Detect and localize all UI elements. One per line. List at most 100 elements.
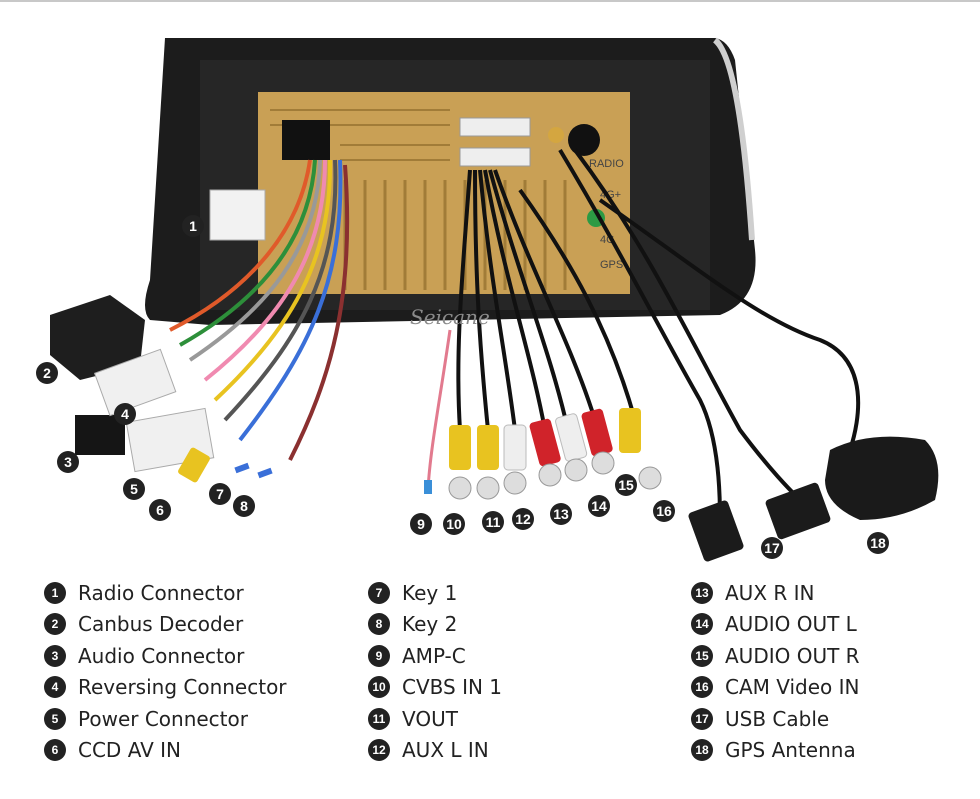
radio-port-label: RADIO [589, 158, 624, 170]
legend-label: CAM Video IN [725, 675, 860, 700]
legend-item: 14 AUDIO OUT L [691, 609, 860, 641]
chassis-grooves [270, 109, 450, 161]
legend-item: 4 Reversing Connector [44, 672, 287, 704]
callout-11: 11 [482, 511, 504, 533]
canbus-decoder-box [50, 295, 145, 380]
callout-15: 15 [615, 474, 637, 496]
gps-cable [598, 198, 861, 451]
legend-column-1: 1 Radio Connector 2 Canbus Decoder 3 Audio … [44, 577, 287, 766]
legend-item: 1 Radio Connector [44, 577, 287, 609]
radio-connector [209, 189, 266, 241]
head-unit-photo: RADIO 4G+ 4G GPS [50, 37, 939, 562]
board-connector-b [459, 147, 531, 167]
board-connector-main [282, 120, 330, 160]
callout-6: 6 [149, 499, 171, 521]
legend-label: Audio Connector [78, 643, 245, 668]
gps-antenna-puck [825, 436, 939, 520]
legend-item: 16 CAM Video IN [691, 672, 860, 704]
callout-16: 16 [653, 500, 675, 522]
legend-number: 1 [44, 581, 66, 604]
legend-label: USB Cable [725, 706, 830, 731]
legend-item: 2 Canbus Decoder [44, 609, 287, 641]
legend-label: AUDIO OUT R [725, 643, 860, 668]
legend-label: Power Connector [78, 706, 248, 731]
usb-cable-1 [558, 148, 722, 521]
legend-item: 17 USB Cable [691, 703, 860, 735]
callout-1: 1 [182, 215, 204, 237]
callout-5: 5 [123, 478, 145, 500]
legend-item: 13 AUX R IN [691, 577, 860, 609]
legend-number: 4 [44, 676, 66, 699]
legend-item: 10 CVBS IN 1 [368, 672, 502, 704]
legend-number: 15 [691, 644, 713, 667]
ccd-av-in-plug [178, 447, 210, 483]
legend-number: 18 [691, 739, 713, 762]
callout-8: 8 [233, 495, 255, 517]
usb-plug-2 [765, 482, 831, 540]
legend-number: 3 [44, 644, 66, 667]
legend-label: AMP-C [402, 643, 466, 668]
legend-label: AUX R IN [725, 580, 815, 605]
legend-number: 12 [368, 739, 390, 762]
legend-number: 6 [44, 739, 66, 762]
legend-label: VOUT [402, 706, 458, 731]
legend-label: Key 1 [402, 580, 458, 605]
wire-harness [169, 159, 350, 461]
callout-14: 14 [588, 495, 610, 517]
legend-label: Reversing Connector [78, 675, 287, 700]
legend-number: 14 [691, 613, 713, 636]
gps-port [548, 127, 564, 143]
callout-9: 9 [410, 513, 432, 535]
top-divider [0, 0, 980, 2]
amp-c-tip [424, 480, 432, 494]
brand-watermark: Seicane [410, 305, 490, 329]
legend-label: Radio Connector [78, 580, 244, 605]
rca-cables [456, 169, 637, 431]
legend-label: Key 2 [402, 612, 458, 637]
callout-10: 10 [443, 513, 465, 535]
legend-number: 5 [44, 707, 66, 730]
legend-label: GPS Antenna [725, 738, 856, 763]
key1-tip [234, 462, 250, 474]
callout-3: 3 [57, 451, 79, 473]
legend-number: 2 [44, 613, 66, 636]
callout-17: 17 [761, 537, 783, 559]
legend-label: CCD AV IN [78, 738, 181, 763]
legend-number: 9 [368, 644, 390, 667]
rca-plugs [448, 408, 662, 500]
amp-c-wire [426, 329, 452, 491]
legend-item: 11 VOUT [368, 703, 502, 735]
legend-column-3: 13 AUX R IN 14 AUDIO OUT L 15 AUDIO OUT R 1… [691, 577, 860, 766]
callout-2: 2 [36, 362, 58, 384]
legend-number: 17 [691, 707, 713, 730]
legend-number: 7 [368, 581, 390, 604]
legend-item: 6 CCD AV IN [44, 735, 287, 767]
legend-item: 5 Power Connector [44, 703, 287, 735]
legend-item: 3 Audio Connector [44, 640, 287, 672]
radio-port [568, 124, 600, 156]
legend-item: 7 Key 1 [368, 577, 502, 609]
frame-edge [712, 37, 755, 241]
board-connector-a [459, 117, 531, 137]
legend-number: 10 [368, 676, 390, 699]
callout-7: 7 [209, 483, 231, 505]
usb-cable-2 [573, 148, 802, 502]
legend-item: 9 AMP-C [368, 640, 502, 672]
legend-number: 11 [368, 707, 390, 730]
key2-tip [257, 467, 273, 479]
legend-item: 18 GPS Antenna [691, 735, 860, 767]
callout-12: 12 [512, 508, 534, 530]
reversing-connector [93, 348, 177, 417]
legend-number: 8 [368, 613, 390, 636]
legend-number: 16 [691, 676, 713, 699]
gps-label: GPS [600, 259, 623, 271]
legend-label: CVBS IN 1 [402, 675, 503, 700]
callout-13: 13 [550, 503, 572, 525]
legend-item: 8 Key 2 [368, 609, 502, 641]
callout-4: 4 [114, 403, 136, 425]
legend-number: 13 [691, 581, 713, 604]
legend-label: Canbus Decoder [78, 612, 244, 637]
usb-plug-1 [688, 500, 744, 562]
legend-label: AUDIO OUT L [725, 612, 857, 637]
